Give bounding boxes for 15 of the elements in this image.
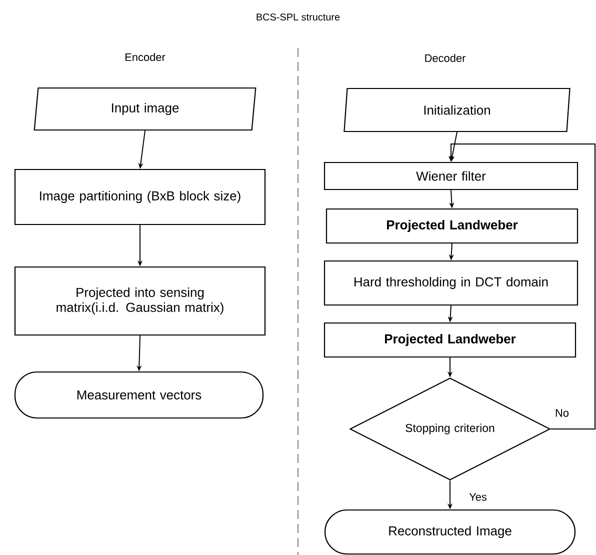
process-box: Hard thresholding in DCT domain	[324, 260, 578, 306]
process-box: Projected into sensing matrix(i.i.d. Gaussian matrix)	[14, 266, 266, 336]
process-box: Image partitioning (BxB block size)	[14, 168, 266, 226]
title: BCS-SPL structure	[256, 13, 340, 21]
terminal-box: Measurement vectors	[14, 371, 264, 419]
process-box: Projected Landweber	[324, 322, 576, 358]
terminal-box: Reconstructed Image	[324, 509, 576, 555]
edge-label: No	[556, 409, 569, 417]
process-box: Wiener filter	[324, 162, 578, 190]
process-box: Projected Landweber	[326, 208, 578, 244]
input-box: Initialization	[344, 88, 570, 132]
column-heading: Decoder	[425, 54, 466, 62]
column-heading: Encoder	[126, 52, 166, 62]
input-box: Input image	[34, 87, 256, 131]
edge-label: Yes	[469, 493, 487, 501]
